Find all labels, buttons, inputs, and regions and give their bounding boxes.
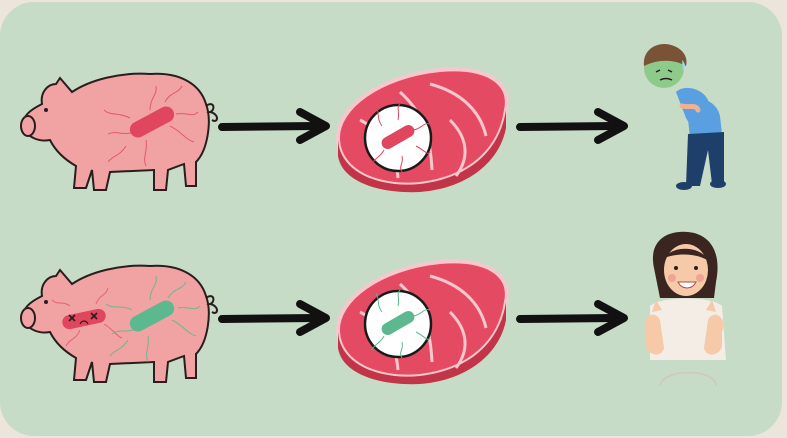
- pig-eye: [44, 108, 48, 112]
- pig-snout: [21, 308, 35, 328]
- pig-eye: [44, 300, 48, 304]
- pig-snout: [21, 116, 35, 136]
